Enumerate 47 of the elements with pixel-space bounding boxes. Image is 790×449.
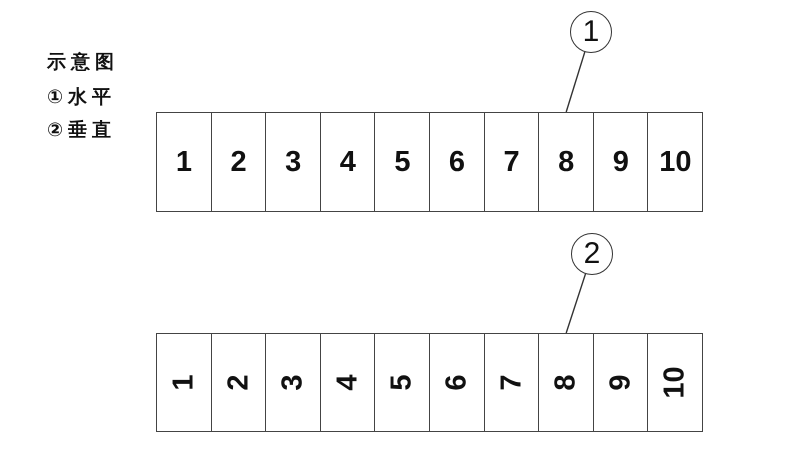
leader-line <box>566 274 586 334</box>
numbered-slot <box>265 333 322 432</box>
slot-number: 7 <box>497 374 526 391</box>
slot-number: 8 <box>552 374 581 391</box>
slot-number: 8 <box>558 148 574 176</box>
slot-number: 4 <box>340 148 356 176</box>
legend-entry: ①水平 <box>47 87 116 108</box>
callout-number: 2 <box>571 233 613 275</box>
numbered-slot <box>320 333 376 432</box>
numbered-slot <box>484 112 540 212</box>
slot-number: 9 <box>612 148 629 176</box>
slot-number: 9 <box>606 374 636 391</box>
numbered-slot <box>320 112 376 212</box>
numbered-slot <box>210 333 267 432</box>
numbered-slot <box>156 112 212 212</box>
slot-number: 6 <box>442 374 472 391</box>
slot-number: 7 <box>504 148 520 176</box>
slot-number: 10 <box>660 366 690 399</box>
slot-number: 5 <box>394 148 410 176</box>
slot-number: 6 <box>448 148 466 176</box>
numbered-slot <box>647 333 704 432</box>
numbered-slot <box>265 112 322 212</box>
callout-number: 1 <box>570 11 612 53</box>
numbered-slot <box>592 112 649 212</box>
leader-line <box>566 52 586 112</box>
numbered-slot <box>210 112 267 212</box>
diagram-heading: 示意图 <box>47 52 119 73</box>
numbered-slot <box>156 333 212 432</box>
numbered-slot <box>429 333 485 432</box>
legend-entry: ②垂直 <box>47 120 116 141</box>
numbered-slot <box>592 333 649 432</box>
numbered-slot <box>647 112 704 212</box>
numbered-slot <box>484 333 540 432</box>
slot-number: 4 <box>333 374 362 391</box>
slot-number: 2 <box>230 148 247 176</box>
slot-number: 1 <box>170 374 198 391</box>
slot-number: 3 <box>285 148 302 176</box>
slot-number: 10 <box>659 148 692 176</box>
slot-number: 5 <box>388 374 417 391</box>
numbered-slot <box>429 112 485 212</box>
numbered-slot <box>538 333 594 432</box>
slot-number: 2 <box>224 374 254 391</box>
numbered-slot <box>538 112 594 212</box>
slot-number: 1 <box>176 148 192 176</box>
slot-number: 3 <box>278 374 308 391</box>
numbered-slot <box>374 333 430 432</box>
numbered-slot <box>374 112 430 212</box>
